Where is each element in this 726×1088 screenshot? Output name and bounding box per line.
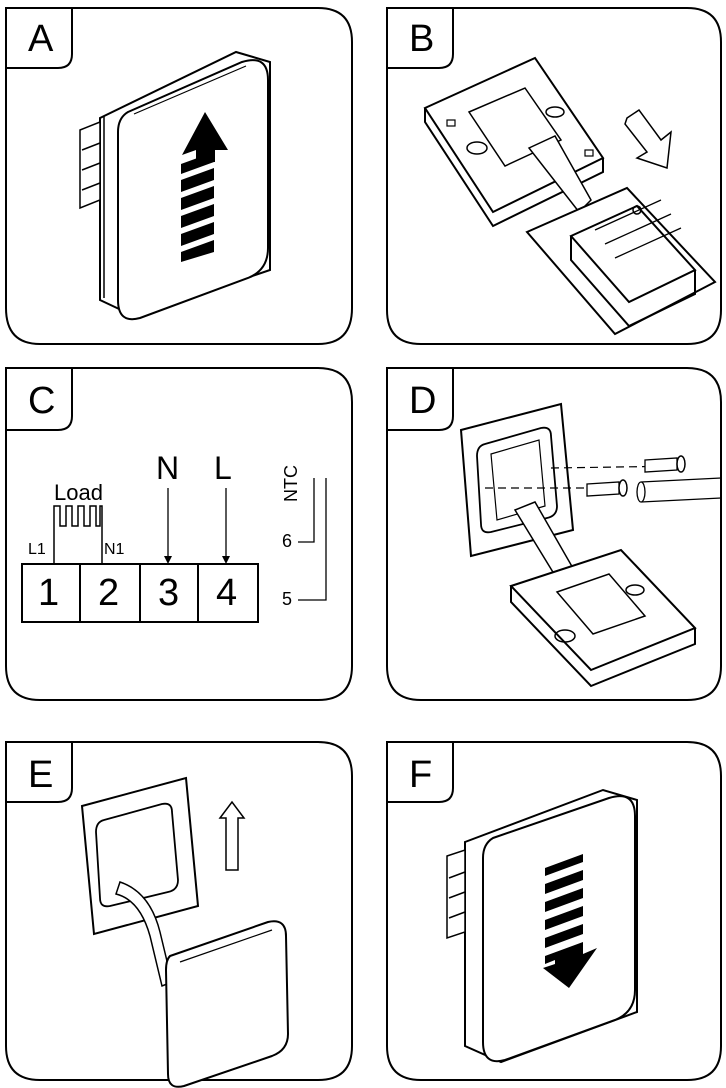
thermostat-front-illustration (164, 920, 290, 1088)
sensor-terminal-6: 6 (282, 531, 293, 551)
panel-b: B (365, 0, 726, 350)
panel-a: A (0, 0, 360, 350)
panel-c-frame (5, 367, 353, 701)
panel-d: D (365, 360, 726, 710)
panel-f-frame (386, 741, 722, 1081)
panel-c: C Load L1 N1 N L NTC 1 2 3 4 6 5 (0, 360, 360, 710)
power-module-illustration (525, 186, 717, 336)
down-arrow-icon (543, 854, 597, 988)
panel-b-frame (386, 7, 722, 345)
panel-a-label: A (28, 18, 54, 60)
mounting-frame-illustration (80, 776, 200, 936)
rear-cover-illustration (509, 548, 697, 688)
panel-f-label: F (409, 754, 433, 796)
panel-a-frame (5, 7, 353, 345)
screw-icon (485, 455, 722, 503)
n1-label: N1 (104, 541, 125, 558)
terminal-4: 4 (216, 572, 238, 614)
panel-b-label: B (409, 18, 435, 60)
live-label: L (214, 450, 232, 486)
panel-e-frame (5, 741, 353, 1081)
down-right-arrow-icon (624, 108, 672, 170)
l1-label: L1 (28, 541, 46, 558)
ribbon-cable-icon (527, 135, 592, 214)
panel-e: E (0, 722, 360, 1088)
neutral-label: N (156, 450, 180, 486)
panel-c-label: C (28, 380, 56, 422)
panel-e-label: E (28, 754, 54, 796)
panel-d-frame (386, 367, 722, 701)
terminal-2: 2 (98, 572, 120, 614)
ntc-label: NTC (281, 465, 301, 502)
load-label: Load (54, 480, 103, 505)
panel-f: F (365, 722, 726, 1088)
up-arrow-icon (181, 112, 228, 262)
terminal-3: 3 (158, 572, 180, 614)
sensor-terminal-5: 5 (282, 589, 293, 609)
panel-d-label: D (409, 380, 437, 422)
up-arrow-icon (218, 800, 246, 871)
terminal-1: 1 (38, 572, 60, 614)
wiring-diagram (21, 478, 327, 623)
